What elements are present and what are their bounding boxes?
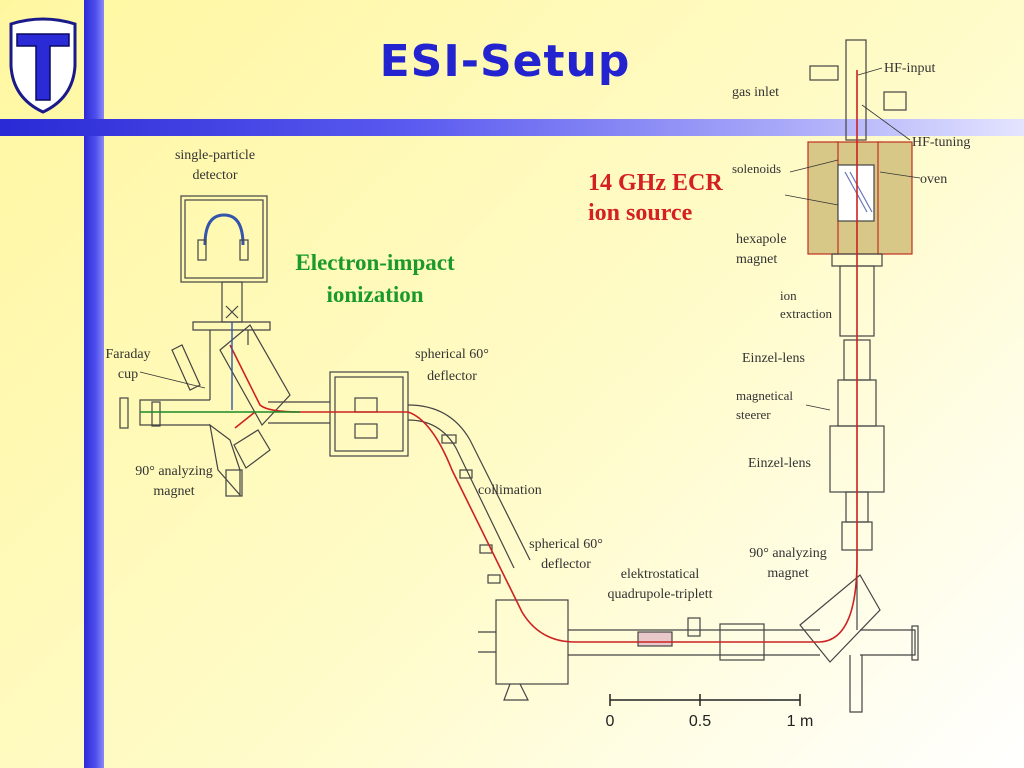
label-einzel-1: Einzel-lens [742,351,805,366]
label-spherical-top-1: spherical 60° [415,347,489,362]
upper-deflector-chamber [329,371,531,584]
scale-tick-2: 1 m [787,713,814,730]
scale-bar: 0 0.5 1 m [606,694,814,730]
label-ion-extraction-1: ion [780,288,797,303]
label-analyzing-right-2: magnet [767,566,808,581]
vertical-accent-bar [84,0,104,768]
university-shield-logo [9,17,77,114]
label-magnetical-2: steerer [736,407,771,422]
label-gas-inlet: gas inlet [732,85,779,100]
ecr-column [807,39,913,630]
page-title: ESI-Setup [379,36,631,87]
label-hexapole-1: hexapole [736,232,787,247]
right-analyzing-chamber [799,574,919,713]
label-pointers [139,67,921,411]
label-analyzing-left-1: 90° analyzing [135,464,213,479]
label-faraday-2: cup [118,367,138,382]
label-magnetical-1: magnetical [736,388,793,403]
horizontal-accent-bar [0,119,1024,136]
label-ecr-2: ion source [588,200,693,226]
label-single-particle-1: single-particle [175,148,255,163]
label-solenoids: solenoids [732,161,781,176]
label-spherical-bottom-1: spherical 60° [529,537,603,552]
label-electron-impact-1: Electron-impact [295,250,455,275]
label-hexapole-2: magnet [736,252,777,267]
label-ecr-1: 14 GHz ECR [588,170,723,196]
single-particle-detector [180,195,268,323]
label-quadrupole-2: quadrupole-triplett [608,587,713,602]
label-spherical-top-2: deflector [427,369,477,384]
left-analyzing-chamber [119,321,330,497]
label-collimation: collimation [478,483,542,498]
label-electron-impact-2: ionization [326,282,423,307]
scale-tick-1: 0.5 [689,713,711,730]
label-single-particle-2: detector [192,168,237,183]
label-oven: oven [920,172,947,187]
label-quadrupole-1: elektrostatical [621,567,700,582]
label-hf-tuning: HF-tuning [912,135,970,150]
label-analyzing-left-2: magnet [153,484,194,499]
label-spherical-bottom-2: deflector [541,557,591,572]
label-analyzing-right-1: 90° analyzing [749,546,827,561]
label-hf-input: HF-input [884,61,935,76]
label-einzel-2: Einzel-lens [748,456,811,471]
label-faraday-1: Faraday [105,347,150,362]
lower-deflector-chamber [478,599,820,701]
scale-tick-0: 0 [606,713,615,730]
label-ion-extraction-2: extraction [780,306,832,321]
